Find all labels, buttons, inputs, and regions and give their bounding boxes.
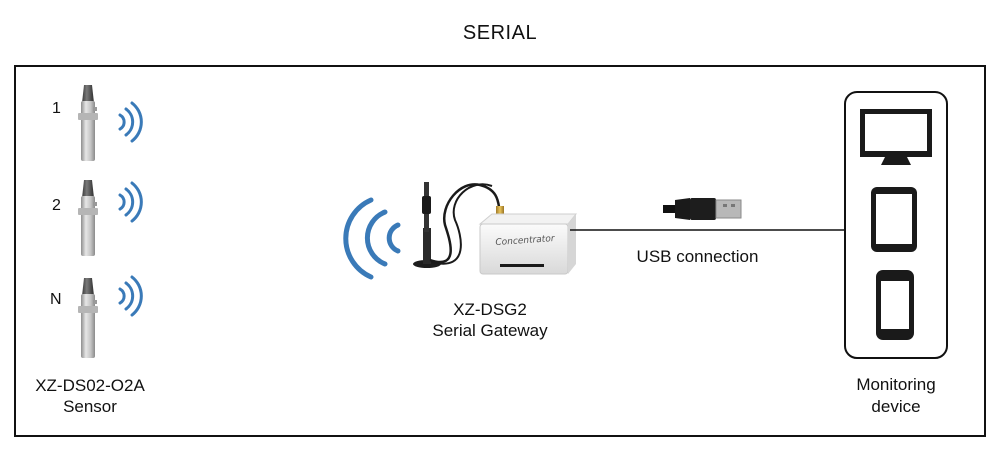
monitor-icon [860, 109, 932, 165]
monitoring-device-label-line1: Monitoring [836, 374, 956, 395]
sensor-label-n: N [50, 291, 62, 309]
wireless-signal-icon [120, 277, 141, 315]
usb-plug-icon [663, 198, 741, 220]
sensor-probe-icon [78, 180, 98, 256]
usb-connection-label: USB connection [615, 246, 780, 267]
sensor-label-1: 1 [52, 100, 61, 118]
wireless-signal-icon [346, 200, 398, 277]
sensor-probe-icon [78, 85, 98, 161]
gateway-name: Serial Gateway [410, 320, 570, 341]
wireless-signal-icon [120, 183, 141, 221]
smartphone-icon [876, 270, 914, 340]
sensor-probe-icon [78, 278, 98, 358]
sensor-model: XZ-DS02-O2A [20, 375, 160, 396]
wireless-signal-icon [120, 103, 141, 141]
monitoring-device-label-line2: device [836, 396, 956, 417]
gateway-model: XZ-DSG2 [410, 299, 570, 320]
sensor-label-2: 2 [52, 197, 61, 215]
tablet-icon [871, 187, 917, 252]
sensor-type: Sensor [20, 396, 160, 417]
